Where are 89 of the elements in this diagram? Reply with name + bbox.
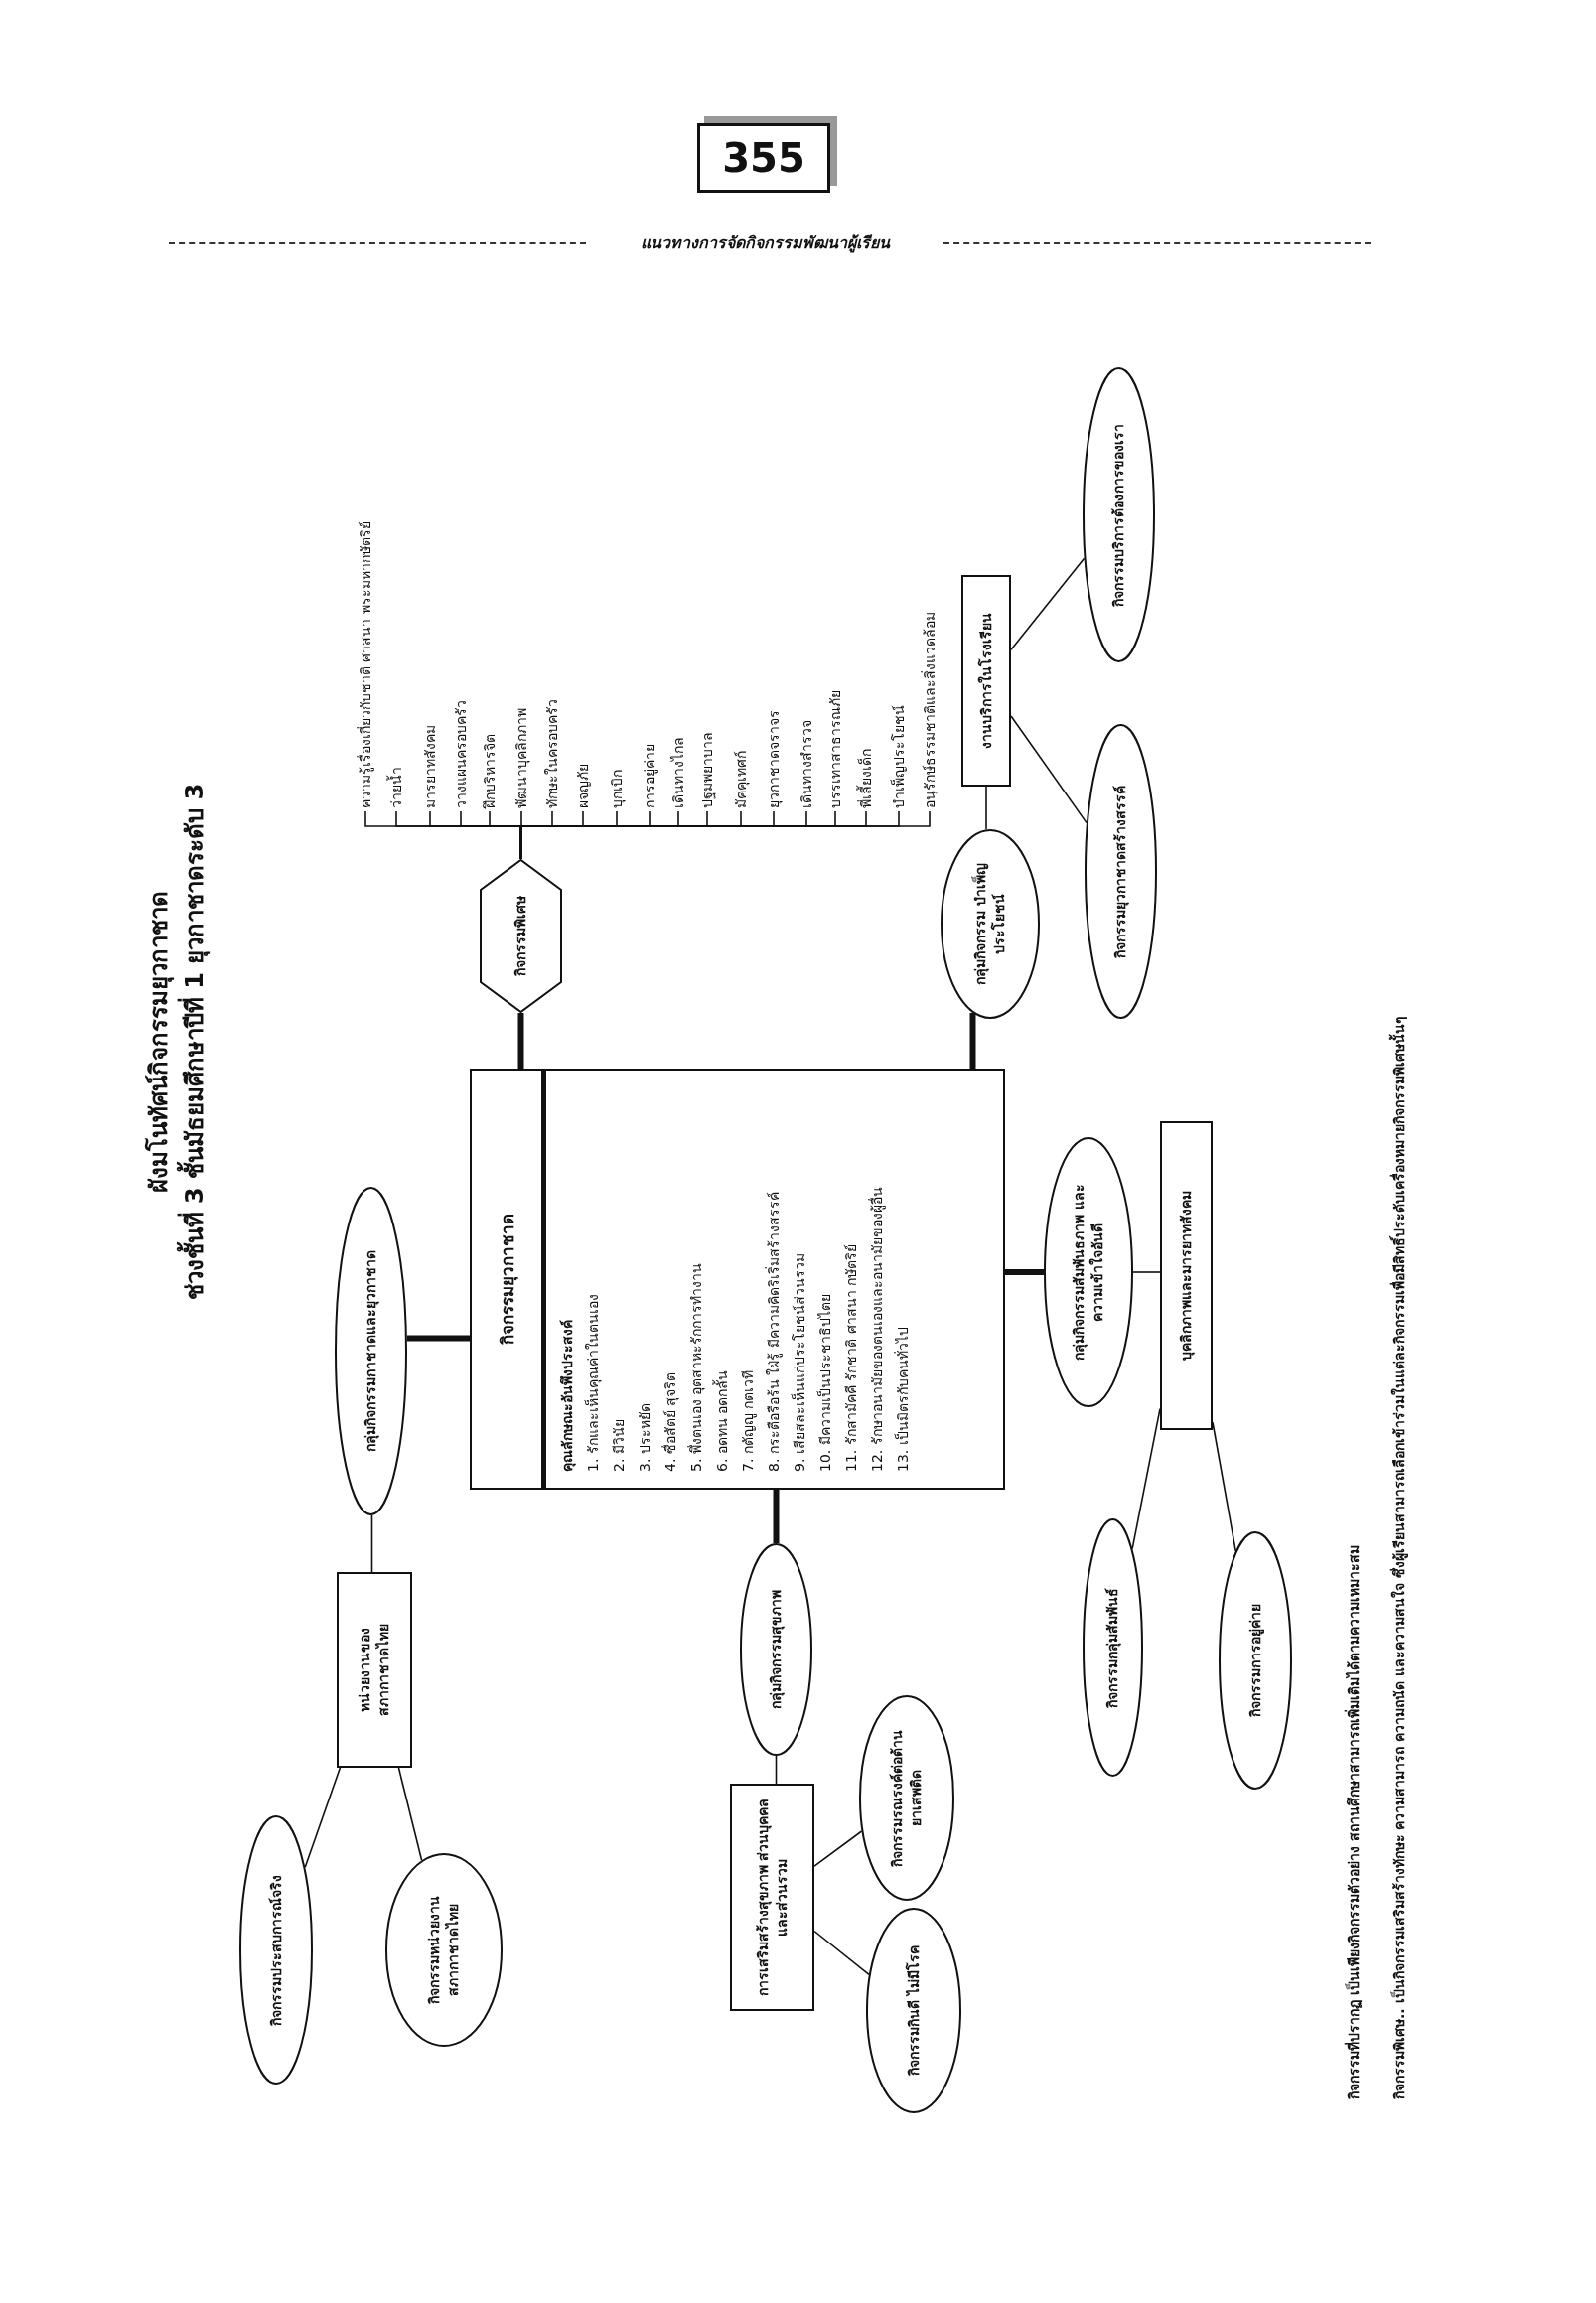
activity-ellipse: [866, 1908, 961, 2113]
activity-list-item: ผจญภัย: [570, 764, 596, 811]
activity-ellipse: [385, 1853, 503, 2047]
activity-list-item: การอยู่ค่าย: [637, 744, 662, 811]
group-box: [337, 1572, 412, 1768]
connector-line: [969, 1012, 976, 1069]
activity-ellipse: [1085, 724, 1157, 1019]
list-item: 11. รักสามัคคี รักชาติ ศาสนา กษัตริย์: [842, 1242, 860, 1472]
activity-list-item: ฝึกบริหารจิต: [477, 734, 503, 811]
node-label: กิจกรรมกลุ่มสัมพันธ์: [1103, 1587, 1122, 1708]
list-item: 6. อดทน อดกลั้น: [711, 1368, 731, 1472]
list-item: 4. ซื่อสัตย์ สุจริต: [660, 1370, 680, 1472]
node-label: กิจกรรมหน่วยงาน สภากาชาดไทย: [425, 1895, 462, 2006]
activity-list-item: ว่ายน้ำ: [383, 767, 409, 811]
running-header: แนวทางการจัดกิจกรรมพัฒนาผู้เรียน: [639, 232, 892, 255]
connector-line: [985, 786, 987, 831]
connector-line: [813, 1930, 870, 1976]
list-item: 13. เป็นมิตรกับคนทั่วไป: [893, 1326, 912, 1472]
node-label: กิจกรรมกินดี ไม่มีโรค: [904, 1945, 923, 2076]
list-item: 7. กตัญญู กตเวที: [739, 1368, 758, 1472]
group-box: [961, 575, 1011, 787]
connector-line: [397, 1767, 423, 1862]
list-heading: คุณลักษณะอันพึงประสงค์: [558, 1319, 577, 1472]
activity-list-item: เดินทางไกล: [665, 737, 691, 811]
activity-list-item: มารยาทสังคม: [417, 725, 443, 811]
activity-list-item: พัฒนาบุคลิกภาพ: [508, 708, 534, 811]
footnote: กิจกรรมพิเศษ.. เป็นกิจกรรมเสริมสร้างทักษะ ความสามารถ ความถนัด และความสนใจ ซึ่งผู้เรียนสามารถเลือกเข้าร่วมในแต่ละกิจกรรมเพื่อมีสิทธิ์ประดับเครื่องหมายกิจกรรมพิเศษนั้นๆ: [1388, 113, 1410, 2099]
node-label: การเสริมสร้างสุขภาพ ส่วนบุคคลและส่วนรวม: [753, 1797, 791, 1999]
activity-ellipse: [941, 829, 1040, 1019]
activity-ellipse: [1083, 367, 1155, 662]
list-item: 3. ประหยัด: [636, 1402, 653, 1472]
connector-line: [775, 1755, 778, 1785]
list-item: 2. มีวินัย: [610, 1418, 628, 1472]
hexagon-node: [480, 859, 562, 1013]
activity-ellipse: [740, 1543, 812, 1756]
list-item: 8. กระตือรือร้น ใฝ่รู้ มีความคิดริเริ่มสร้างสรรค์: [764, 1191, 784, 1472]
node-label: กิจกรรมยุวกาชาดสร้างสรรค์: [1111, 785, 1130, 958]
activity-list-item: มัคคุเทศก์: [728, 751, 754, 811]
group-box: [1160, 1121, 1213, 1430]
node-label: กลุ่มกิจกรรม บำเพ็ญประโยชน์: [971, 862, 1008, 987]
activity-list-item: บำเพ็ญประโยชน์: [886, 705, 912, 811]
box-heading: กิจกรรมยุวกาชาด: [472, 1071, 546, 1488]
node-label: กิจกรรมประสบการณ์จริง: [266, 1874, 285, 2026]
central-activity-box: [470, 1069, 1005, 1490]
activity-list-item: บรรเทาสาธารณภัย: [822, 690, 848, 811]
activity-ellipse: [239, 1815, 313, 2085]
connector-line: [1010, 715, 1088, 824]
activity-list-item: พี่เลี้ยงเด็ก: [853, 749, 879, 811]
node-label: บุคลิกภาพและมารยาทสังคม: [1177, 1191, 1196, 1361]
diagram-subtitle: ช่วงชั้นที่ 3 ชั้นมัธยมศึกษาปีที่ 1 ยุวกาชาดระดับ 3: [175, 625, 214, 1459]
list-item: 1. รักและเห็นคุณค่าในตนเอง: [583, 1293, 603, 1472]
activity-list-item: เดินทางสำรวจ: [794, 720, 819, 811]
node-label: งานบริการในโรงเรียน: [976, 613, 995, 749]
connector-line: [370, 1514, 373, 1573]
connector-line: [1005, 1269, 1044, 1275]
connector-line: [517, 1013, 524, 1069]
connector-line: [406, 1335, 470, 1342]
connector-line: [1132, 1271, 1161, 1273]
activity-ellipse: [335, 1187, 407, 1515]
activity-list-item: ยุวกาชาดจราจร: [761, 710, 787, 811]
list-item: 10. มีความเป็นประชาธิปไตย: [815, 1293, 834, 1472]
list-item: 5. พึ่งตนเอง อุตสาหะรักการทำงาน: [686, 1261, 706, 1472]
node-label: กลุ่มกิจกรรมสัมพันธภาพ และความเข้าใจอันดี: [1070, 1183, 1106, 1363]
node-label: กลุ่มกิจกรรมกาชาดและยุวกาชาด: [362, 1250, 380, 1452]
connector-line: [813, 1830, 863, 1867]
group-box: [730, 1784, 814, 2011]
activity-list-item: ทักษะในครอบครัว: [539, 699, 565, 811]
list-item: 12. รักษาอนามัยของตนเองและอนามัยของผู้อื่น: [867, 1186, 887, 1472]
node-label: หน่วยงานของ สภากาชาดไทย: [356, 1623, 392, 1718]
connector-line: [773, 1490, 780, 1543]
node-label: กิจกรรมรณรงค์ต่อต้าน ยาเสพติด: [888, 1728, 925, 1868]
node-label: กลุ่มกิจกรรมสุขภาพ: [767, 1590, 786, 1709]
connector-line: [1010, 557, 1086, 651]
activity-ellipse: [1083, 1518, 1143, 1777]
activity-list-item: ปฐมพยาบาล: [694, 732, 720, 811]
node-label: กิจกรรมบริการต้องการของเรา: [1109, 423, 1128, 607]
activity-ellipse: [1044, 1137, 1133, 1407]
activity-ellipse: [859, 1695, 954, 1901]
activity-list-item: ความรู้เรื่องเกี่ยวกับชาติ ศาสนา พระมหากษัตริย์: [353, 521, 378, 811]
node-label: กิจกรรมพิเศษ: [511, 896, 530, 976]
connector-line: [1131, 1407, 1161, 1550]
activity-list-item: บุกเบิก: [604, 770, 630, 811]
diagram-title: ผังมโนทัศน์กิจกรรมยุวกาชาด: [143, 890, 175, 1195]
list-item: 9. เสียสละเห็นแก่ประโยชน์ส่วนรวม: [790, 1252, 808, 1472]
node-label: กิจกรรมการอยู่ค่าย: [1245, 1604, 1265, 1717]
activity-list-item: วางแผนครอบครัว: [448, 700, 474, 811]
footnote: กิจกรรมที่ปรากฏ เป็นเพียงกิจกรรมตัวอย่าง สถานศึกษาสามารถเพิ่มเติมได้ตามความเหมาะสม: [1343, 1544, 1363, 2099]
activity-list-item: อนุรักษ์ธรรมชาติและสิ่งแวดล้อม: [917, 612, 943, 811]
activity-ellipse: [1219, 1531, 1292, 1790]
